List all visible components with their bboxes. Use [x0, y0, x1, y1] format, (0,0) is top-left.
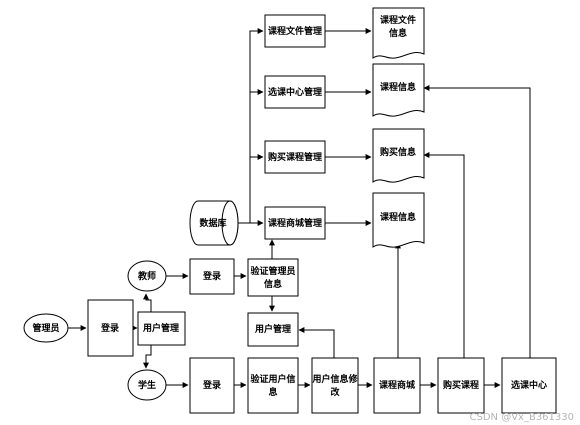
- label-course-file-info-2: 信息: [389, 27, 407, 39]
- label-login-teacher: 登录: [202, 270, 221, 282]
- node-course-info-1: [372, 63, 425, 117]
- label-course-file-info-1: 课程文件: [380, 14, 416, 26]
- node-buy-course: [437, 357, 485, 414]
- edge-database-buycoursemgmt: [249, 154, 264, 223]
- label-verify-admin-2: 信息: [264, 278, 282, 290]
- edge-database-coursefilemgmt: [249, 28, 264, 92]
- edge-usermgmt-student: [143, 345, 152, 369]
- label-teacher: 教师: [137, 270, 156, 282]
- node-verify-admin: [247, 258, 299, 297]
- label-user-mgmt: 用户管理: [142, 322, 179, 334]
- node-login-admin: [87, 299, 134, 357]
- label-select-center-mgmt: 选课中心管理: [268, 86, 322, 98]
- label-course-info-1: 课程信息: [380, 81, 416, 93]
- label-user-info-edit-1: 用户信息修: [311, 373, 358, 385]
- label-buy-info: 购买信息: [380, 146, 416, 158]
- label-admin: 管理员: [32, 322, 59, 334]
- node-course-file-mgmt: [264, 14, 326, 48]
- edge-usermgmt-teacher: [143, 293, 152, 312]
- node-buy-info: [372, 128, 425, 183]
- node-course-mall-mgmt: [264, 206, 326, 240]
- label-buy-course: 购买课程: [443, 379, 479, 391]
- watermark: CSDN @Vx_B361330: [469, 412, 574, 423]
- edge-selectcenter-courseinfo1: [423, 85, 531, 358]
- node-student: [127, 369, 167, 401]
- label-login-admin: 登录: [100, 322, 119, 334]
- label-login-student: 登录: [202, 379, 221, 391]
- node-login-teacher: [189, 258, 235, 295]
- edge-database-selectcentermgmt: [249, 89, 264, 157]
- node-login-student: [189, 357, 235, 414]
- label-user-mgmt2: 用户管理: [254, 323, 291, 335]
- label-course-mall-mgmt: 课程商城管理: [268, 217, 322, 229]
- node-course-mall: [373, 357, 421, 414]
- label-course-mall: 课程商城: [379, 379, 415, 391]
- edge-buycourse-buyinfo: [423, 152, 465, 358]
- node-select-center-mgmt: [264, 75, 326, 109]
- label-verify-user-1: 验证用户信: [250, 373, 295, 385]
- node-select-center: [501, 357, 557, 414]
- node-course-file-info: [372, 7, 425, 59]
- label-database: 数据库: [199, 217, 226, 229]
- node-admin: [23, 313, 69, 343]
- label-user-info-edit-2: 改: [330, 386, 340, 398]
- node-verify-user: [247, 357, 299, 414]
- label-verify-user-2: 息: [268, 386, 277, 398]
- node-user-info-edit: [311, 357, 359, 414]
- node-teacher: [127, 260, 167, 292]
- label-student: 学生: [138, 379, 156, 391]
- node-course-info-2: [372, 192, 425, 248]
- label-buy-course-mgmt: 购买课程管理: [268, 151, 322, 163]
- label-course-info-2: 课程信息: [380, 211, 416, 223]
- node-buy-course-mgmt: [264, 140, 326, 174]
- label-select-center: 选课中心: [511, 379, 547, 391]
- node-user-mgmt: [137, 311, 186, 346]
- node-database: [189, 200, 239, 246]
- label-verify-admin-1: 验证管理员: [250, 265, 295, 277]
- node-user-mgmt2: [247, 312, 299, 347]
- label-course-file-mgmt: 课程文件管理: [268, 25, 322, 37]
- edge-userinfoedit-usermgmt2: [298, 327, 335, 358]
